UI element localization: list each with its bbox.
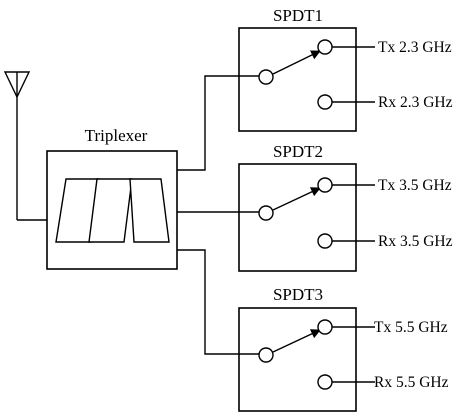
- spdt3-switch: SPDT3 Tx 5.5 GHz Rx 5.5 GHz: [238, 285, 449, 412]
- spdt2-box: [238, 163, 357, 272]
- spdt3-label: SPDT3: [273, 285, 323, 304]
- spdt-switch-icon: [258, 319, 333, 390]
- triplexer-to-spdt1-line: [177, 75, 260, 171]
- spdt3-rx-label: Rx 5.5 GHz: [374, 374, 449, 391]
- spdt1-label: SPDT1: [273, 6, 323, 25]
- triplexer-to-spdt3-line: [177, 249, 260, 355]
- spdt1-rx-label: Rx 2.3 GHz: [378, 94, 453, 111]
- spdt1-tx-label: Tx 2.3 GHz: [378, 39, 452, 56]
- triplexer-label: Triplexer: [85, 126, 148, 145]
- spdt3-tx-label: Tx 5.5 GHz: [374, 319, 448, 336]
- spdt1-switch: SPDT1 Tx 2.3 GHz Rx 2.3 GHz: [238, 6, 453, 132]
- antenna-icon: [3, 71, 31, 99]
- spdt2-label: SPDT2: [273, 142, 323, 161]
- bandpass-filter-icon: [55, 178, 170, 243]
- spdt2-switch: SPDT2 Tx 3.5 GHz Rx 3.5 GHz: [238, 142, 453, 272]
- spdt2-rx-label: Rx 3.5 GHz: [378, 233, 453, 250]
- spdt2-tx-label: Tx 3.5 GHz: [378, 177, 452, 194]
- spdt3-box: [238, 307, 357, 412]
- spdt1-box: [238, 27, 357, 132]
